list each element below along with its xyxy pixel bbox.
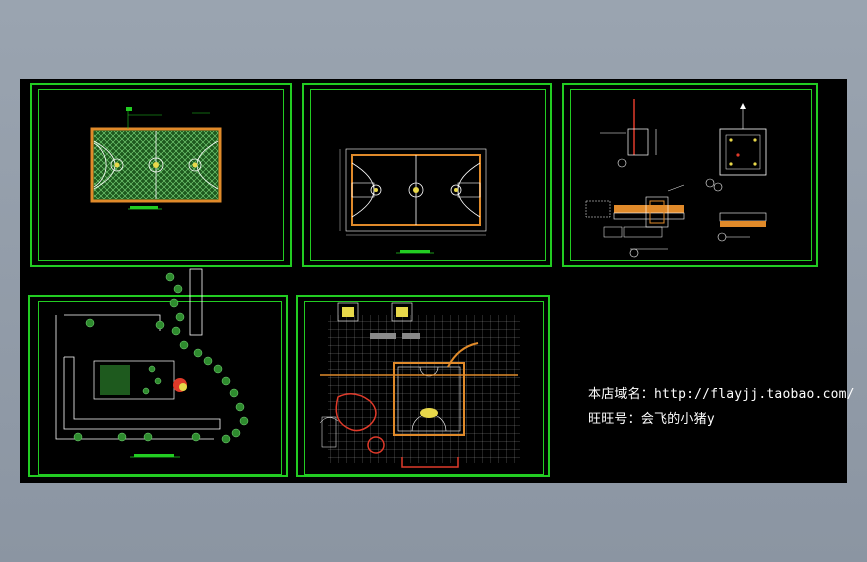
store-domain-line: 本店域名：http://flayjj.taobao.com/: [588, 383, 855, 402]
wangwang-label: 旺旺号：: [588, 412, 641, 427]
sheet-detail-sections[interactable]: [562, 83, 818, 267]
sheet-inner-frame: [304, 301, 544, 475]
sheet-inner-frame: [38, 89, 284, 261]
sheet-site-plan[interactable]: [28, 268, 288, 477]
cad-drawing-canvas[interactable]: 本店域名：http://flayjj.taobao.com/ 旺旺号：会飞的小猪…: [20, 79, 854, 483]
site-plan-drawing: [55, 268, 249, 458]
wangwang-name: 会飞的小猪y: [640, 412, 715, 427]
sheet-inner-frame: [310, 89, 546, 261]
basketball-court-lines-drawing: [339, 148, 487, 254]
store-domain-label: 本店域名：: [588, 387, 655, 402]
construction-detail-drawing: [585, 99, 767, 258]
store-domain-url[interactable]: http://flayjj.taobao.com/: [654, 387, 855, 402]
sheet-court-lines[interactable]: [302, 83, 552, 267]
sheet-court-hatched[interactable]: [30, 83, 292, 267]
basketball-court-hatched-drawing: [90, 107, 222, 210]
sheet-inner-frame: [570, 89, 812, 261]
sheet-paving-grid[interactable]: [296, 295, 550, 477]
paving-grid-drawing: [319, 302, 520, 468]
store-wangwang-line: 旺旺号：会飞的小猪y: [588, 408, 715, 427]
sheet-inner-frame: [38, 301, 282, 475]
